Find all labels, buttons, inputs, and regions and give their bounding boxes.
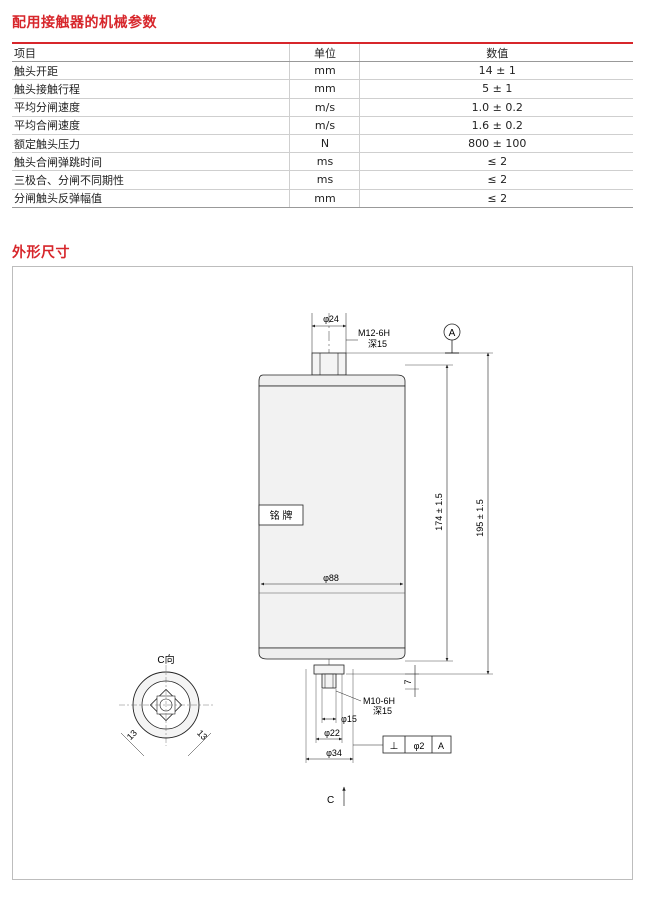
dim-dia-34: φ34 bbox=[326, 748, 342, 758]
cell-unit: mm bbox=[288, 61, 359, 81]
mechanical-params-title: 配用接触器的机械参数 bbox=[12, 15, 157, 31]
dim-13-right: 13 bbox=[195, 728, 209, 742]
header-unit: 单位 bbox=[288, 43, 359, 63]
cell-unit: mm bbox=[288, 189, 359, 208]
dim-bottom-depth: 深15 bbox=[373, 706, 392, 716]
header-value: 数值 bbox=[358, 43, 633, 63]
header-item: 项目 bbox=[12, 43, 289, 63]
top-cap bbox=[258, 374, 406, 387]
dim-13-left: 13 bbox=[125, 728, 139, 742]
cell-item: 触头接触行程 bbox=[12, 79, 289, 99]
dim-top-depth: 深15 bbox=[368, 339, 387, 349]
cell-unit: mm bbox=[288, 79, 359, 99]
cell-unit: m/s bbox=[288, 116, 359, 135]
bottom-flange bbox=[313, 664, 345, 675]
dim-body-dia: φ88 bbox=[323, 573, 339, 583]
dim-bottom-thread: M10-6H bbox=[363, 696, 395, 706]
cell-unit: m/s bbox=[288, 98, 359, 117]
tolerance-value: φ2 bbox=[414, 741, 425, 751]
bottom-cap bbox=[258, 647, 406, 660]
dim-7: 7 bbox=[403, 679, 413, 684]
cell-value: ≤ 2 bbox=[358, 189, 633, 208]
view-c-label: C向 bbox=[157, 653, 174, 666]
c-arrow-label: C bbox=[327, 795, 334, 806]
top-stud bbox=[311, 352, 347, 376]
bottom-stud bbox=[321, 673, 337, 689]
cell-unit: ms bbox=[288, 152, 359, 172]
cell-value: ≤ 2 bbox=[358, 152, 633, 172]
cell-item: 三极合、分闸不同期性 bbox=[12, 170, 289, 190]
nameplate bbox=[258, 504, 304, 526]
cell-item: 触头合闸弹跳时间 bbox=[12, 152, 289, 172]
cell-item: 触头开距 bbox=[12, 61, 289, 81]
cell-value: 1.0 ± 0.2 bbox=[358, 98, 633, 117]
dimension-drawing: 铭 牌 φ88 φ24 M12-6H 深15 A 174 ± 1.5 195 ±… bbox=[119, 313, 493, 806]
nameplate-label: 铭 牌 bbox=[270, 509, 293, 522]
dim-top-dia: φ24 bbox=[323, 314, 339, 324]
cell-item: 平均分闸速度 bbox=[12, 98, 289, 117]
cell-item: 额定触头压力 bbox=[12, 134, 289, 154]
cell-value: 5 ± 1 bbox=[358, 79, 633, 99]
cell-unit: ms bbox=[288, 170, 359, 190]
cell-item: 分闸触头反弹幅值 bbox=[12, 189, 289, 208]
dim-dia-15: φ15 bbox=[341, 714, 357, 724]
cell-value: 1.6 ± 0.2 bbox=[358, 116, 633, 135]
dim-height-195: 195 ± 1.5 bbox=[475, 499, 485, 536]
tolerance-symbol: ⊥ bbox=[390, 741, 399, 752]
tolerance-datum: A bbox=[438, 741, 444, 751]
cell-item: 平均合闸速度 bbox=[12, 116, 289, 135]
datum-a-label: A bbox=[449, 328, 456, 339]
tolerance-frame bbox=[382, 735, 452, 754]
cell-value: 800 ± 100 bbox=[358, 134, 633, 154]
cell-value: ≤ 2 bbox=[358, 170, 633, 190]
dim-top-thread: M12-6H bbox=[358, 328, 390, 338]
cell-value: 14 ± 1 bbox=[358, 61, 633, 81]
dimensions-title: 外形尺寸 bbox=[12, 245, 70, 261]
table-header-row: 项目 单位 数值 bbox=[12, 43, 633, 63]
dim-height-174: 174 ± 1.5 bbox=[434, 493, 444, 530]
drawing-frame: 铭 牌 φ88 φ24 M12-6H 深15 A 174 ± 1.5 195 ±… bbox=[12, 266, 633, 880]
cell-unit: N bbox=[288, 134, 359, 154]
dim-dia-22: φ22 bbox=[324, 728, 340, 738]
